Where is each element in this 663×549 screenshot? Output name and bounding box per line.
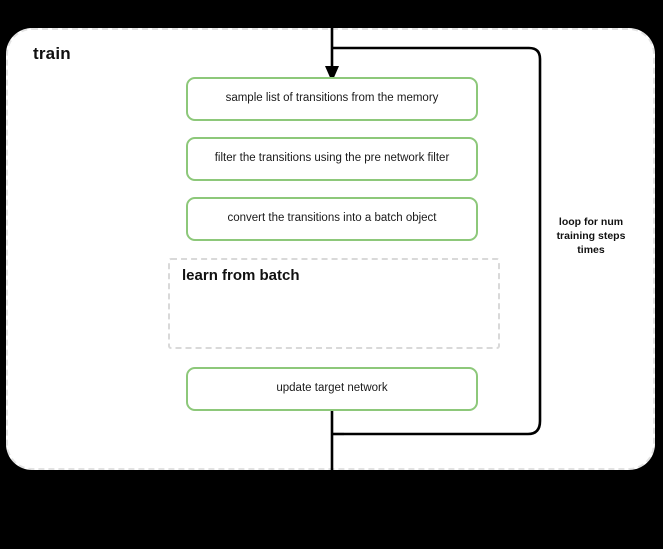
step-box-update-target-network[interactable]: update target network — [186, 367, 478, 411]
learn-from-batch-title: learn from batch — [182, 267, 300, 284]
loop-edge-label: loop for num training steps times — [556, 216, 626, 256]
step-label: sample list of transitions from the memo… — [225, 92, 439, 105]
step-box-filter[interactable]: filter the transitions using the pre net… — [186, 137, 478, 181]
step-label: convert the transitions into a batch obj… — [227, 212, 437, 225]
step-label: filter the transitions using the pre net… — [214, 152, 450, 165]
learn-from-batch-subgraph[interactable] — [168, 258, 500, 349]
step-box-sample[interactable]: sample list of transitions from the memo… — [186, 77, 478, 121]
step-label: update target network — [276, 382, 388, 395]
train-title: train — [33, 44, 71, 63]
step-box-convert[interactable]: convert the transitions into a batch obj… — [186, 197, 478, 241]
